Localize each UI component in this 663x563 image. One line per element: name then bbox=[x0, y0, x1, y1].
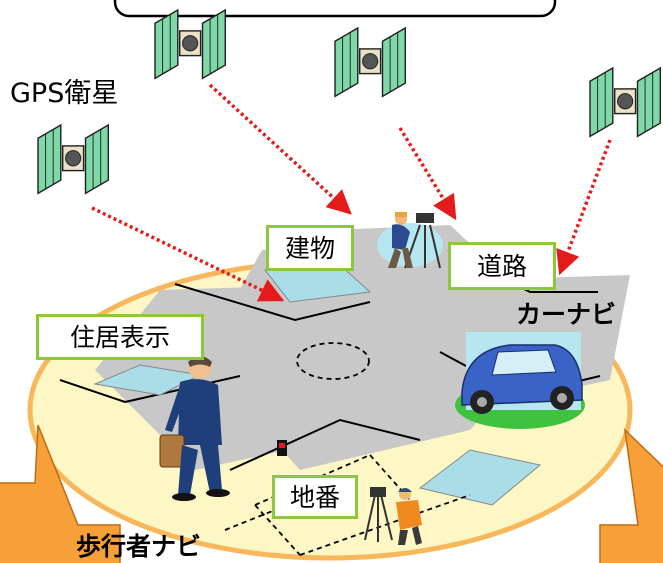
satellite-icon bbox=[154, 9, 227, 80]
pool-bottom-right bbox=[418, 449, 542, 506]
block-line bbox=[174, 283, 371, 322]
car-icon bbox=[455, 332, 585, 429]
marker-light bbox=[279, 443, 285, 448]
top-caption-box bbox=[113, 0, 557, 18]
satellite-icon bbox=[334, 27, 407, 98]
callout-right bbox=[599, 427, 663, 563]
pedestrian-navi-label: 歩行者ナビ bbox=[76, 532, 202, 561]
road-label: 道路 bbox=[448, 242, 556, 290]
roundabout bbox=[296, 342, 370, 380]
pedestrian-icon bbox=[159, 355, 230, 501]
address-label: 住居表示 bbox=[36, 314, 204, 360]
signal-arrow bbox=[91, 206, 285, 302]
car-navi-label: カーナビ bbox=[516, 300, 617, 329]
signal-arrow bbox=[556, 139, 612, 276]
block-line bbox=[229, 418, 421, 471]
satellite-icon bbox=[589, 67, 662, 138]
callout-left bbox=[0, 424, 121, 563]
gps-satellite-label: GPS衛星 bbox=[10, 78, 119, 109]
signal-arrow bbox=[398, 127, 457, 221]
building-label: 建物 bbox=[266, 225, 354, 271]
satellite-icon bbox=[37, 124, 110, 195]
signal-arrow bbox=[208, 83, 352, 215]
surveyor-tripod-icon bbox=[364, 487, 422, 545]
surveyor-icon bbox=[377, 212, 443, 269]
lot-label: 地番 bbox=[272, 475, 358, 519]
